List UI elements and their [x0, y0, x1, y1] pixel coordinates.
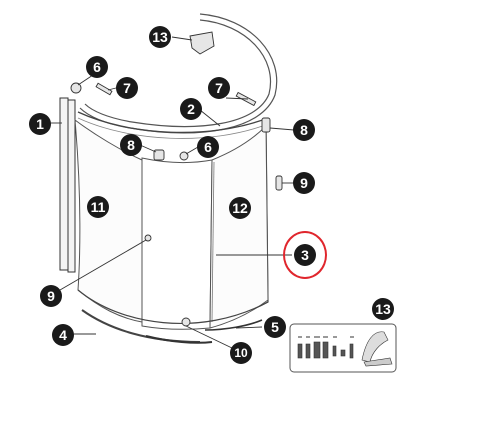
callout-10: 10 [230, 342, 252, 364]
callout-8-right: 8 [293, 119, 315, 141]
bottom-rail [77, 289, 269, 325]
callout-2: 2 [180, 98, 202, 120]
callout-12: 12 [229, 197, 251, 219]
callout-8-left: 8 [120, 134, 142, 156]
curved-glass-right [209, 124, 269, 329]
sliding-door [141, 157, 213, 330]
part-5-strip [204, 319, 263, 331]
callout-9-left: 9 [40, 285, 62, 307]
top-rail [79, 13, 278, 134]
callout-11: 11 [87, 196, 109, 218]
callout-3: 3 [294, 244, 316, 266]
callout-7-left: 7 [116, 77, 138, 99]
callout-13-box: 13 [372, 298, 394, 320]
callout-7-right: 7 [208, 77, 230, 99]
part-10-strip [145, 335, 213, 344]
callout-1: 1 [29, 113, 51, 135]
highlight-ring [283, 231, 327, 279]
callout-6-middle: 6 [197, 136, 219, 158]
wall-profile-left [59, 97, 76, 273]
accessory-kit-box [289, 323, 397, 373]
callout-4: 4 [52, 324, 74, 346]
callout-9-right: 9 [293, 172, 315, 194]
callout-6-top-left: 6 [86, 56, 108, 78]
upper-frame [77, 111, 269, 134]
callout-5: 5 [264, 316, 286, 338]
callout-13-top: 13 [149, 26, 171, 48]
